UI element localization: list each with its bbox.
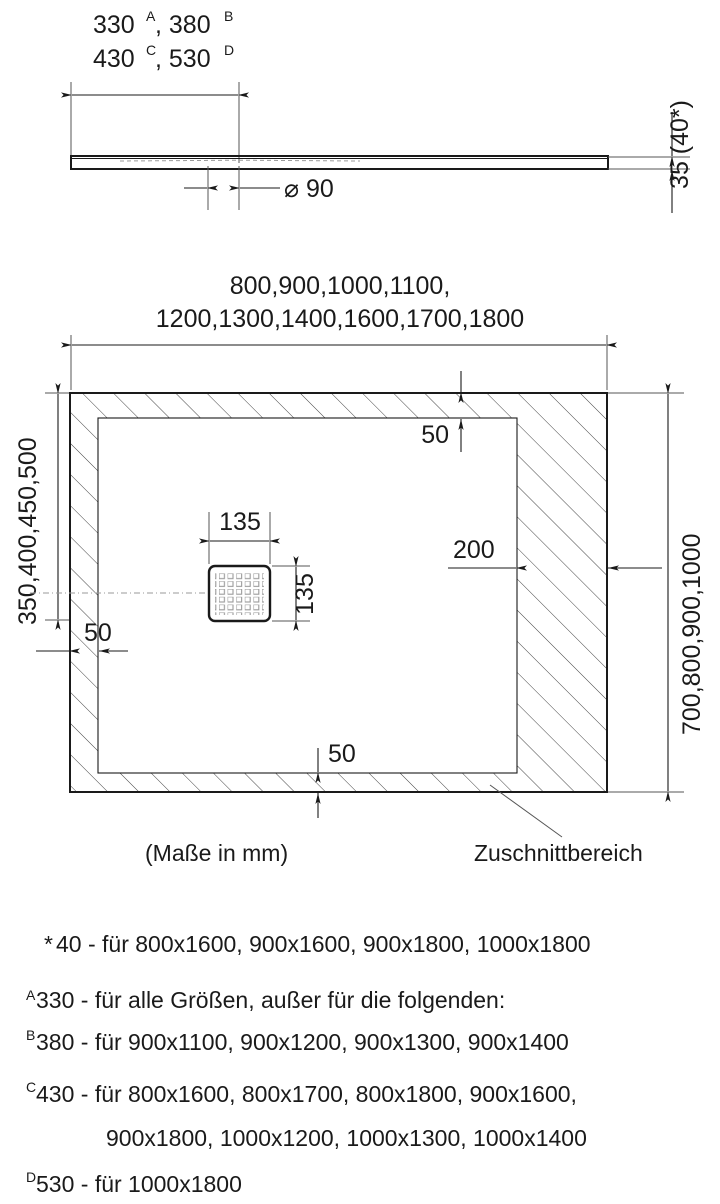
footnotes: * 40 - für 800x1600, 900x1600, 900x1800,… bbox=[26, 931, 591, 1197]
measurement-unit-note: (Maße in mm) bbox=[145, 840, 288, 866]
grate-height-label: 135 bbox=[291, 573, 319, 615]
cutting-area-hatch bbox=[70, 393, 607, 792]
drain-diameter-label: ⌀ 90 bbox=[284, 175, 334, 203]
edge-top-label: 50 bbox=[421, 421, 449, 449]
section-dim-380: , 380 bbox=[155, 11, 211, 39]
footnote-text-0: 40 - für 800x1600, 900x1600, 900x1800, 1… bbox=[56, 931, 591, 957]
footnote-text-5: 530 - für 1000x1800 bbox=[36, 1171, 242, 1197]
cutting-area-leader bbox=[489, 784, 563, 838]
plan-view: 800,900,1000,1100, 1200,1300,1400,1600,1… bbox=[14, 272, 706, 866]
tray-inner-outline bbox=[97, 417, 518, 774]
section-view: 330 A , 380 B 430 C , 530 D ⌀ 90 bbox=[61, 8, 694, 213]
footnote-a: A 330 - für alle Größen, außer für die f… bbox=[26, 987, 505, 1013]
footnote-marker-2: B bbox=[26, 1027, 35, 1043]
footnote-marker-1: A bbox=[26, 987, 36, 1003]
footnote-text-3: 430 - für 800x1600, 800x1700, 800x1800, … bbox=[36, 1081, 577, 1107]
plan-height-left-label: 350,400,450,500 bbox=[14, 437, 42, 625]
plan-width-label-line1: 800,900,1000,1100, bbox=[230, 272, 451, 300]
thickness-label: 35 (40*) bbox=[666, 100, 694, 189]
footnote-d: D 530 - für 1000x1800 bbox=[26, 1169, 242, 1197]
footnote-marker-3: C bbox=[26, 1079, 36, 1095]
edge-bottom-label: 50 bbox=[328, 740, 356, 768]
section-top-dimension-text: 330 A , 380 B 430 C , 530 D bbox=[93, 8, 234, 73]
tray-slope-line bbox=[119, 159, 361, 162]
tray-profile-body bbox=[70, 155, 609, 170]
footnote-text-4: 900x1800, 1000x1200, 1000x1300, 1000x140… bbox=[106, 1125, 587, 1151]
shower-tray-profile bbox=[70, 155, 609, 170]
section-dim-530-sup: D bbox=[224, 42, 234, 58]
cutting-area-label: Zuschnittbereich bbox=[474, 840, 643, 866]
footnote-asterisk: * 40 - für 800x1600, 900x1600, 900x1800,… bbox=[44, 931, 591, 957]
section-dim-430: 430 bbox=[93, 45, 135, 73]
drain-grate bbox=[207, 564, 272, 623]
section-dim-380-sup: B bbox=[224, 8, 233, 24]
drain-grate-holes bbox=[215, 572, 264, 615]
footnote-marker-0: * bbox=[44, 931, 53, 957]
footnote-b: B 380 - für 900x1100, 900x1200, 900x1300… bbox=[26, 1027, 569, 1055]
footnote-marker-5: D bbox=[26, 1169, 36, 1185]
grate-width-label: 135 bbox=[219, 508, 261, 536]
footnote-c: C 430 - für 800x1600, 800x1700, 800x1800… bbox=[26, 1079, 587, 1151]
edge-right-label: 200 bbox=[453, 536, 495, 564]
section-dim-330: 330 bbox=[93, 11, 135, 39]
section-dim-430-sup: C bbox=[146, 42, 156, 58]
section-dim-330-sup: A bbox=[146, 8, 156, 24]
edge-left-label: 50 bbox=[84, 619, 112, 647]
plan-height-right-label: 700,800,900,1000 bbox=[678, 533, 706, 735]
section-dim-530: , 530 bbox=[155, 45, 211, 73]
footnote-text-1: 330 - für alle Größen, außer für die fol… bbox=[36, 987, 505, 1013]
plan-width-label-line2: 1200,1300,1400,1600,1700,1800 bbox=[156, 305, 524, 333]
footnote-text-2: 380 - für 900x1100, 900x1200, 900x1300, … bbox=[36, 1029, 569, 1055]
